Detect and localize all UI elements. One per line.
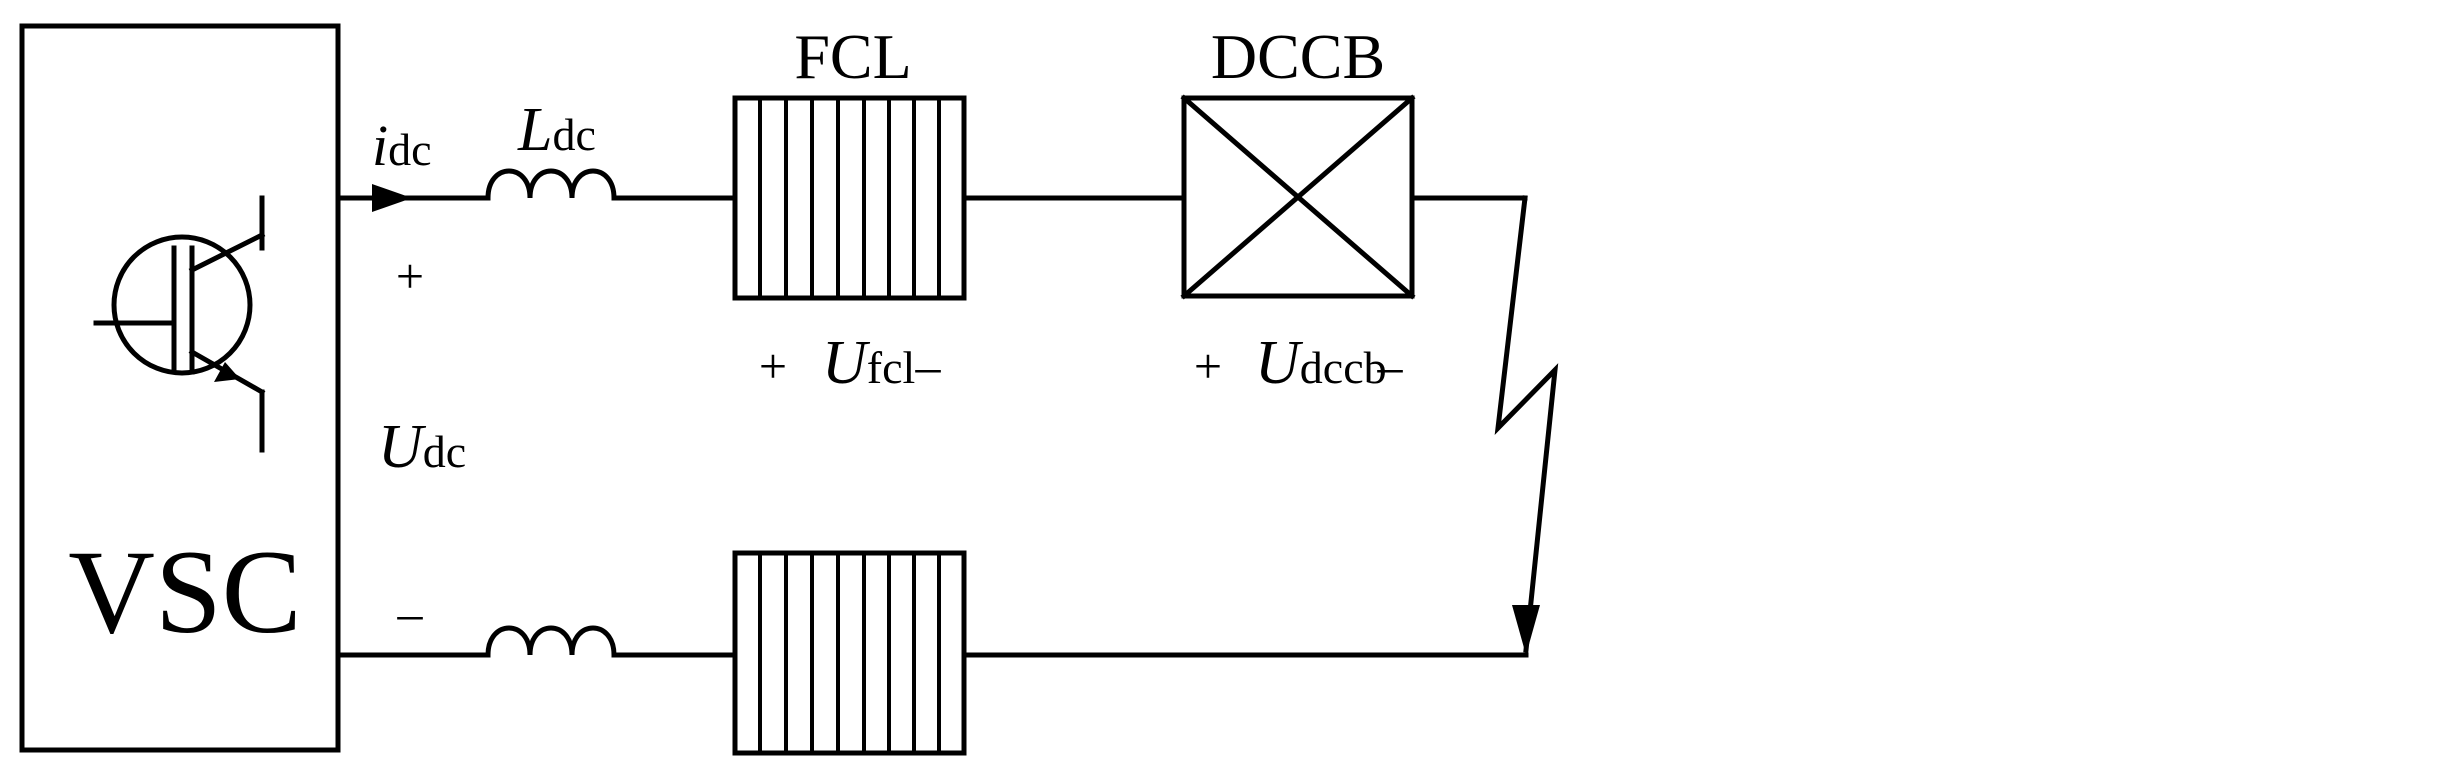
fcl-top [732,95,967,301]
dccb-voltage-plus: + [1194,338,1222,394]
current-label: idc [372,113,432,178]
fcl-voltage-plus: + [759,338,787,394]
fault-lightning-icon [1494,195,1559,655]
vsc-block: VSC [19,23,341,753]
fcl-voltage-minus: – [915,338,942,394]
inductor-bottom [485,625,617,658]
dc-voltage-minus: – [397,585,424,641]
igbt-icon [93,195,266,453]
fcl-voltage-label: Ufcl [822,329,915,397]
vsc-label: VSC [68,525,301,658]
dccb-title: DCCB [1211,21,1385,92]
dccb-breaker [1180,94,1416,300]
dccb-voltage-label: Udccb [1255,329,1387,397]
positive-line [335,94,1528,301]
dc-voltage-plus: + [396,248,424,304]
vsc-box [19,23,341,753]
fcl-bottom [732,550,967,756]
negative-line [335,550,1529,756]
inductor-label: Ldc [517,96,596,164]
dc-voltage-label: Udc [378,413,466,481]
inductor-top [485,168,617,201]
fcl-title: FCL [794,21,911,92]
dccb-voltage-minus: – [1377,338,1404,394]
current-arrow [372,184,412,212]
